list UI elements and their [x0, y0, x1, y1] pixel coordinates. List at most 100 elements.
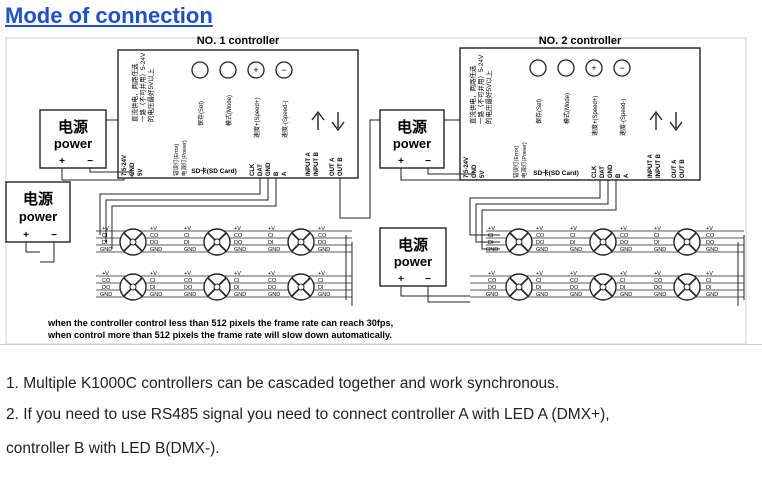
svg-text:GND: GND [130, 162, 136, 176]
svg-text:+V: +V [184, 271, 191, 277]
svg-text:DI: DI [234, 285, 240, 291]
svg-text:GND: GND [706, 292, 718, 298]
svg-text:CI: CI [570, 233, 576, 239]
svg-text:CI: CI [234, 278, 240, 284]
svg-text:速度-(Speed-): 速度-(Speed-) [281, 101, 289, 138]
svg-text:一路（不可并用）5-24V: 一路（不可并用）5-24V [476, 54, 485, 124]
svg-text:电源灯(Power): 电源灯(Power) [180, 140, 188, 176]
svg-text:+V: +V [620, 226, 627, 232]
svg-text:GND: GND [620, 292, 632, 298]
controller-2-buttons: + − 保存(Set) 模式(Mode) 速度+(Speed+) 速度-(Spe… [529, 59, 631, 136]
svg-text:保存(Set): 保存(Set) [535, 99, 543, 124]
svg-text:DAT: DAT [600, 166, 606, 178]
svg-text:+: + [591, 63, 596, 73]
svg-text:+V: +V [654, 226, 661, 232]
svg-text:GND: GND [706, 247, 718, 253]
mode-button-icon [219, 61, 237, 79]
pixel-icon [119, 273, 147, 301]
note-line-3: controller B with LED B(DMX-). [6, 440, 220, 457]
arrow-down-icon [669, 112, 683, 132]
section-divider [0, 344, 762, 345]
svg-text:DO: DO [102, 285, 111, 291]
page-title: Mode of connection [5, 3, 213, 28]
svg-text:+V: +V [536, 271, 543, 277]
svg-text:CO: CO [268, 278, 277, 284]
arrow-down-icon [331, 112, 345, 132]
svg-text:+: + [59, 156, 65, 167]
svg-text:DI: DI [184, 240, 190, 246]
note-line-2: 2. If you need to use RS485 signal you n… [6, 406, 610, 423]
svg-text:CI: CI [268, 233, 274, 239]
svg-text:−: − [87, 156, 93, 167]
svg-text:的电压最好5V以上: 的电压最好5V以上 [146, 68, 155, 122]
svg-text:GND: GND [570, 247, 582, 253]
svg-text:电源: 电源 [398, 236, 428, 254]
svg-text:+V: +V [318, 271, 325, 277]
svg-text:+: + [398, 156, 404, 167]
svg-text:+V: +V [318, 226, 325, 232]
svg-text:DO: DO [234, 240, 243, 246]
svg-text:CI: CI [488, 233, 494, 239]
svg-text:DAT: DAT [258, 164, 264, 176]
controller-2: NO. 2 controller 直流供电，两路任选 一路（不可并用）5-24V… [459, 35, 701, 181]
controller-1-title: NO. 1 controller [197, 35, 280, 47]
svg-text:INPUT B: INPUT B [314, 151, 320, 176]
svg-text:电源: 电源 [58, 118, 88, 136]
svg-text:DI: DI [268, 240, 274, 246]
svg-text:CI: CI [318, 278, 324, 284]
svg-text:GND: GND [318, 292, 330, 298]
svg-text:+V: +V [102, 271, 109, 277]
svg-text:CO: CO [570, 278, 579, 284]
svg-text:5V: 5V [480, 171, 486, 178]
connection-diagram: NO. 1 controller 直流供电，两路任选 一路（不可并用）5-24V… [5, 35, 747, 344]
note-line-1: 1. Multiple K1000C controllers can be ca… [6, 375, 560, 392]
wiring [25, 119, 745, 306]
svg-text:GND: GND [268, 247, 280, 253]
svg-text:7.5-24V: 7.5-24V [464, 157, 470, 178]
svg-text:直流供电，两路任选: 直流供电，两路任选 [468, 65, 477, 124]
svg-text:CI: CI [536, 278, 542, 284]
svg-text:power: power [394, 254, 432, 269]
power-supply-4: 电源 power + − [379, 227, 447, 287]
svg-text:CLK: CLK [592, 165, 598, 178]
svg-text:+V: +V [268, 271, 275, 277]
svg-text:CO: CO [184, 278, 193, 284]
svg-text:模式(Mode): 模式(Mode) [563, 93, 571, 124]
svg-text:+V: +V [654, 271, 661, 277]
svg-text:+V: +V [536, 226, 543, 232]
svg-text:GND: GND [536, 247, 548, 253]
svg-text:DI: DI [536, 285, 542, 291]
svg-text:+V: +V [234, 271, 241, 277]
svg-text:OUT A: OUT A [330, 157, 336, 176]
svg-text:GND: GND [536, 292, 548, 298]
set-button-icon [529, 59, 547, 77]
svg-text:CI: CI [102, 233, 108, 239]
svg-text:DO: DO [706, 240, 715, 246]
svg-text:GND: GND [486, 247, 498, 253]
svg-text:DI: DI [102, 240, 108, 246]
svg-text:B: B [616, 173, 622, 178]
controller-1: NO. 1 controller 直流供电，两路任选 一路（不可并用）5-24V… [117, 35, 359, 179]
svg-text:CI: CI [654, 233, 660, 239]
svg-text:GND: GND [100, 247, 112, 253]
svg-text:7.5-24V: 7.5-24V [122, 155, 128, 176]
power-supply-3: 电源 power + − [379, 109, 445, 169]
svg-text:DO: DO [268, 285, 277, 291]
svg-text:−: − [619, 63, 624, 73]
svg-text:速度-(Speed-): 速度-(Speed-) [619, 99, 627, 136]
speed-up-button-icon [247, 61, 265, 79]
svg-text:CO: CO [654, 278, 663, 284]
svg-text:DO: DO [536, 240, 545, 246]
svg-text:DI: DI [620, 285, 626, 291]
svg-text:INPUT A: INPUT A [648, 154, 654, 178]
svg-text:直流供电，两路任选: 直流供电，两路任选 [130, 63, 139, 122]
svg-text:DO: DO [488, 285, 497, 291]
svg-text:−: − [281, 65, 286, 75]
power-supply-1: 电源 power + − [39, 109, 107, 169]
svg-text:+V: +V [268, 226, 275, 232]
svg-text:速度+(Speed+): 速度+(Speed+) [591, 96, 599, 136]
svg-text:GND: GND [234, 292, 246, 298]
svg-text:A: A [282, 171, 288, 176]
svg-text:+V: +V [570, 226, 577, 232]
